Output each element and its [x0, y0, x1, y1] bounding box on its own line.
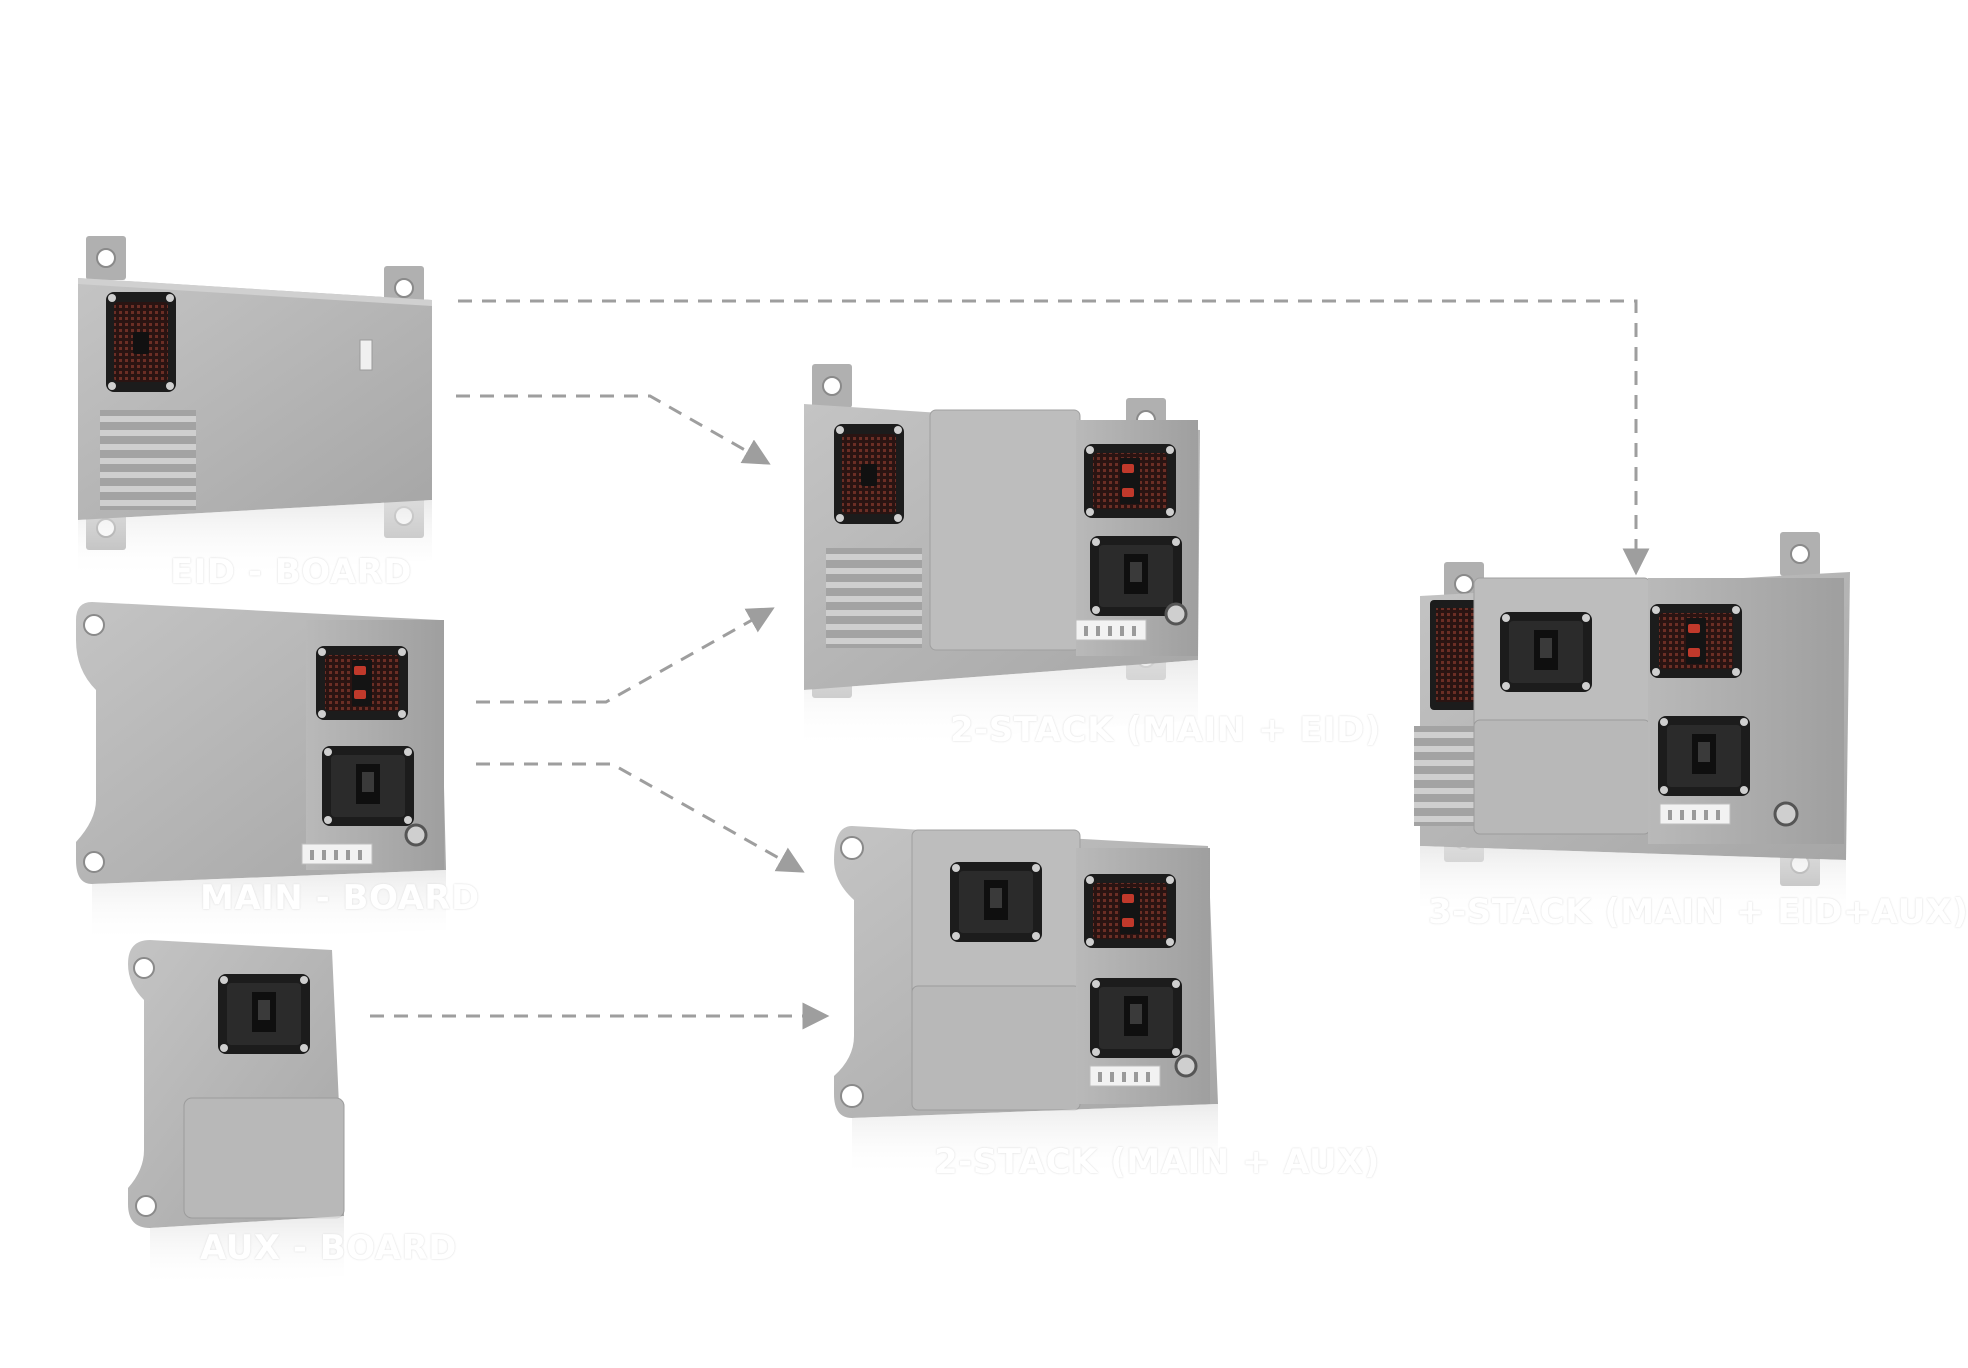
arrow-main-to-two-stack-aux: [476, 762, 805, 873]
three-stack-module: [1414, 531, 1850, 920]
three-stack-label: 3-STACK (MAIN + EID+AUX): [1428, 892, 1968, 932]
main-board-label: MAIN - BOARD: [200, 878, 480, 918]
two-stack-main-aux-label: 2-STACK (MAIN + AUX): [934, 1142, 1380, 1182]
two-stack-main-aux-module: [834, 826, 1218, 1178]
eid-board-module: [78, 235, 432, 580]
main-board-module: [76, 602, 446, 944]
arrow-eid-to-two-stack-eid: [456, 394, 771, 465]
arrow-main-to-two-stack-eid: [476, 607, 775, 704]
arrow-eid-to-three-stack: [458, 299, 1650, 576]
two-stack-main-eid-label: 2-STACK (MAIN + EID): [950, 710, 1381, 750]
flow-arrows: [370, 299, 1650, 1030]
two-stack-main-eid-module: [804, 363, 1200, 750]
eid-board-label: EID - BOARD: [170, 552, 413, 592]
aux-board-label: AUX - BOARD: [200, 1228, 457, 1268]
aux-board-module: [128, 940, 345, 1288]
